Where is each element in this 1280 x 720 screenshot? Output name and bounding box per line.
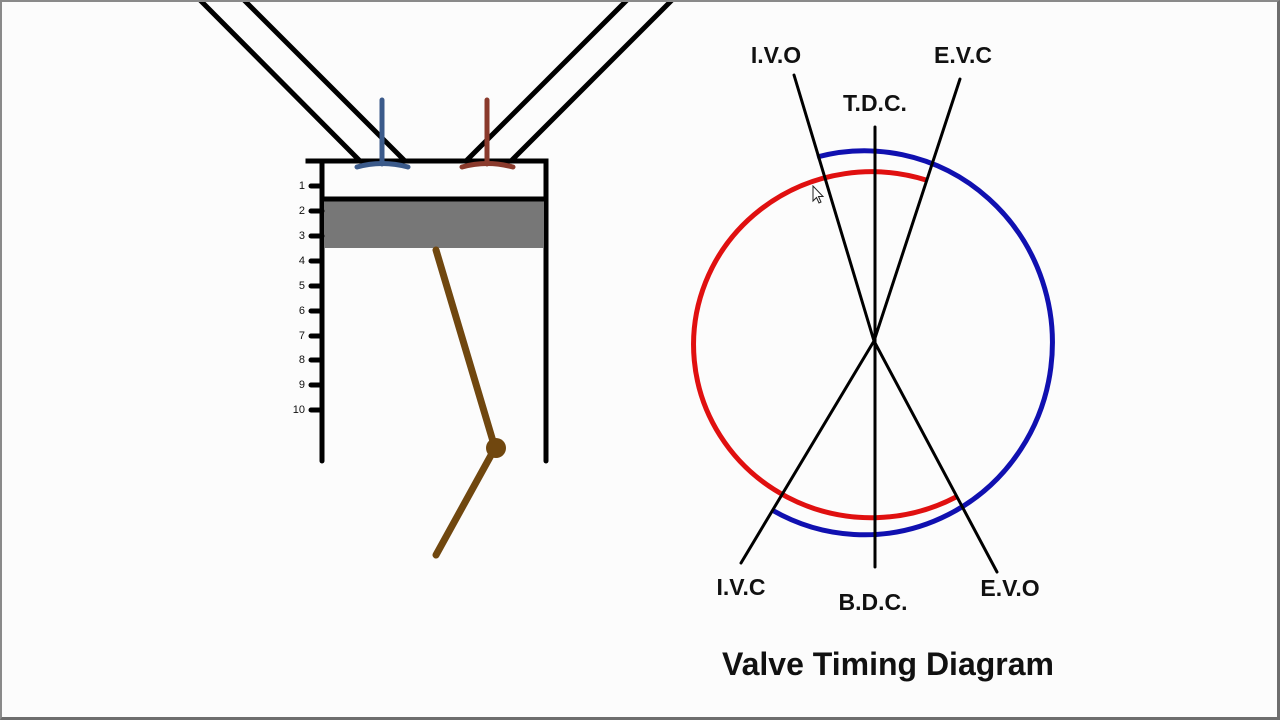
- mouse-cursor-icon: [812, 185, 825, 204]
- label-evo: E.V.O: [980, 575, 1040, 601]
- tick-label-8: 8: [298, 354, 305, 366]
- piston: [322, 196, 546, 248]
- evc-line: [872, 77, 962, 343]
- tick-label-6: 6: [298, 305, 305, 317]
- ivc-line: [739, 339, 876, 565]
- tick-label-9: 9: [298, 379, 305, 391]
- diagram-title: Valve Timing Diagram: [722, 646, 1054, 682]
- label-tdc: T.D.C.: [843, 90, 907, 116]
- exhaust-arc: [770, 148, 1055, 538]
- tick-label-7: 7: [298, 330, 305, 342]
- intake-port: [196, 0, 408, 164]
- tick-label-4: 4: [298, 255, 305, 267]
- crank-pin: [486, 438, 506, 458]
- label-ivo: I.V.O: [750, 42, 802, 68]
- label-evc: E.V.C: [934, 42, 992, 68]
- tick-label-10: 10: [292, 404, 305, 416]
- intake-valve: [354, 97, 411, 170]
- timing-lines: [739, 73, 999, 574]
- tick-label-3: 3: [298, 230, 305, 242]
- tick-label-1: 1: [298, 180, 305, 192]
- exhaust-valve: [459, 97, 516, 170]
- connecting-rod: [432, 246, 499, 559]
- cylinder-scale-ticks: [308, 183, 325, 413]
- intake-arc: [691, 169, 958, 521]
- tick-label-2: 2: [298, 205, 305, 217]
- tick-label-5: 5: [298, 280, 305, 292]
- exhaust-port: [463, 0, 676, 164]
- label-ivc: I.V.C: [716, 574, 766, 600]
- label-bdc: B.D.C.: [838, 589, 908, 615]
- ivo-line: [792, 73, 876, 343]
- evo-line: [872, 339, 999, 574]
